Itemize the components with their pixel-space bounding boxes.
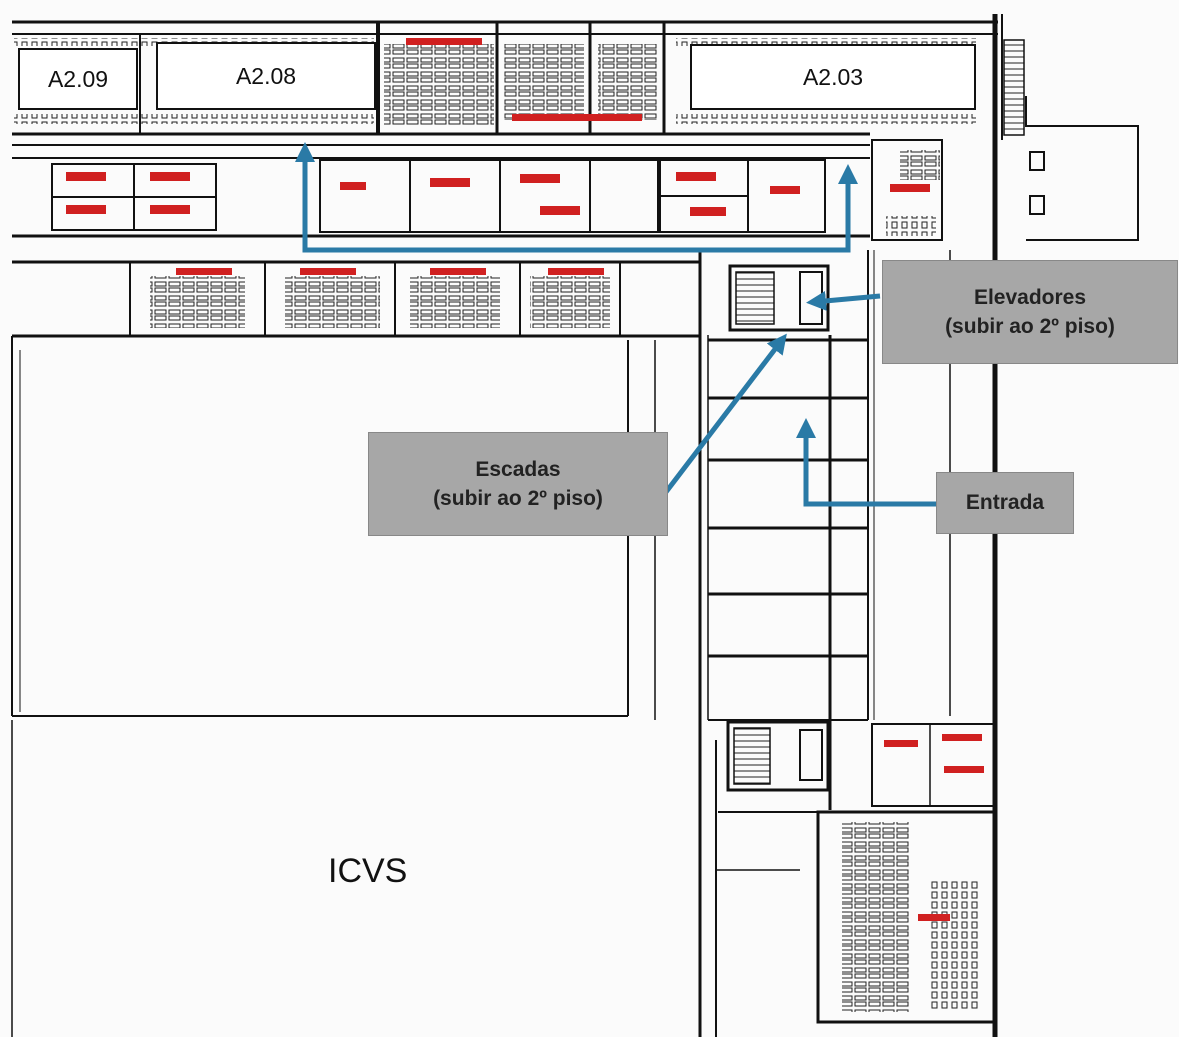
room-a203: A2.03 — [690, 44, 976, 110]
elevators-callout: Elevadores (subir ao 2º piso) — [882, 260, 1178, 364]
room-a208: A2.08 — [156, 42, 376, 110]
stairs-title: Escadas — [475, 457, 561, 481]
route-to-a203 — [740, 164, 858, 253]
entrance-callout: Entrada — [936, 472, 1074, 534]
office-row — [12, 38, 930, 238]
arrow-to-elevators — [806, 290, 881, 311]
route-to-a208 — [295, 142, 740, 253]
bottom-right-block — [715, 720, 996, 1037]
arrow-to-stairs — [664, 333, 787, 494]
elevators-subtitle: (subir ao 2º piso) — [945, 315, 1115, 338]
entrance-title: Entrada — [965, 491, 1045, 515]
route-arrows — [295, 142, 940, 507]
elevators-title: Elevadores — [973, 285, 1087, 309]
stairs-subtitle: (subir ao 2º piso) — [433, 487, 603, 510]
atrium — [11, 250, 951, 1037]
building-label-icvs: ICVS — [328, 852, 408, 890]
room-a209: A2.09 — [18, 48, 138, 110]
stairs-callout: Escadas (subir ao 2º piso) — [368, 432, 668, 536]
classroom-row — [12, 139, 943, 338]
arrow-from-entrance — [796, 418, 940, 507]
